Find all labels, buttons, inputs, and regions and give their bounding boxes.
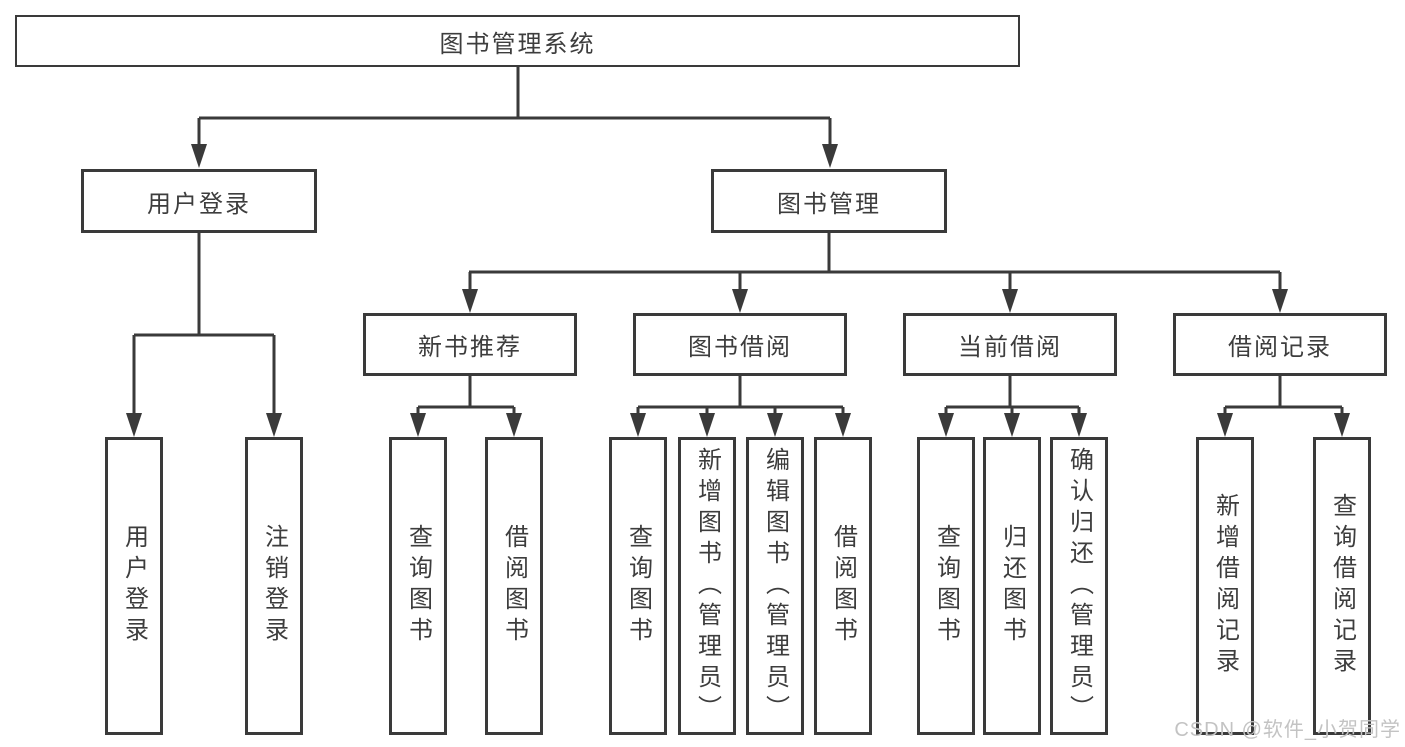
node-new-book-recommend: 新书推荐 bbox=[363, 313, 577, 376]
leaf-borrow-books-recommend: 借阅图书 bbox=[485, 437, 543, 735]
leaf-logout: 注销登录 bbox=[245, 437, 303, 735]
leaf-borrow-books-borrowing: 借阅图书 bbox=[814, 437, 872, 735]
connector-lines bbox=[132, 67, 1344, 415]
leaf-query-books-current: 查询图书 bbox=[917, 437, 975, 735]
leaf-add-book-admin: 新增图书（管理员） bbox=[678, 437, 736, 735]
node-book-borrowing: 图书借阅 bbox=[633, 313, 847, 376]
leaf-user-login: 用户登录 bbox=[105, 437, 163, 735]
node-book-management: 图书管理 bbox=[711, 169, 947, 233]
leaf-edit-book-admin: 编辑图书（管理员） bbox=[746, 437, 804, 735]
leaf-return-books: 归还图书 bbox=[983, 437, 1041, 735]
node-borrowing-records: 借阅记录 bbox=[1173, 313, 1387, 376]
leaf-query-books-recommend: 查询图书 bbox=[389, 437, 447, 735]
node-current-borrowing: 当前借阅 bbox=[903, 313, 1117, 376]
leaf-query-books-borrowing: 查询图书 bbox=[609, 437, 667, 735]
csdn-watermark: CSDN @软件_小贺同学 bbox=[1174, 719, 1401, 741]
leaf-add-borrow-record: 新增借阅记录 bbox=[1196, 437, 1254, 735]
leaf-confirm-return-admin: 确认归还（管理员） bbox=[1050, 437, 1108, 735]
arrowhead-icons bbox=[126, 144, 1350, 437]
node-library-management-system: 图书管理系统 bbox=[15, 15, 1020, 67]
leaf-query-borrow-record: 查询借阅记录 bbox=[1313, 437, 1371, 735]
node-user-login: 用户登录 bbox=[81, 169, 317, 233]
